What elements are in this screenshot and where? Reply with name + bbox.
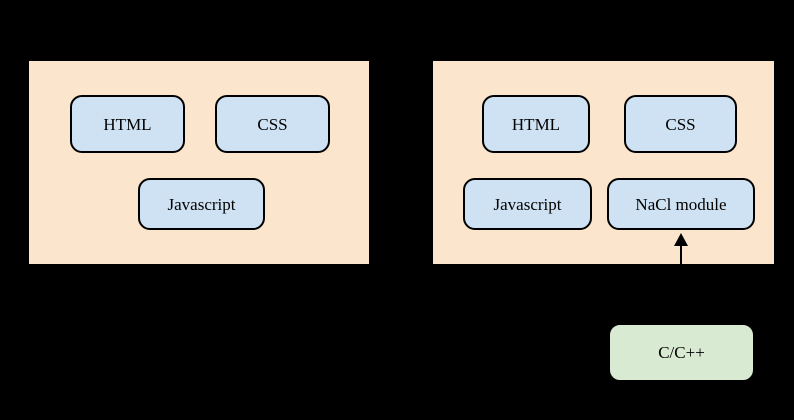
css-label-left: CSS [257, 114, 288, 134]
javascript-label-left: Javascript [167, 194, 236, 214]
cpp-box: C/C++ [608, 323, 755, 382]
arrow-up-icon [674, 233, 688, 246]
web-page-box-left [28, 60, 370, 265]
arrow-line [680, 245, 682, 323]
cpp-label: C/C++ [658, 342, 705, 362]
html-box-left: HTML [70, 95, 185, 153]
javascript-box-right: Javascript [463, 178, 592, 230]
javascript-label-right: Javascript [493, 194, 562, 214]
html-label-left: HTML [103, 114, 152, 134]
nacl-module-label: NaCl module [635, 194, 727, 214]
javascript-box-left: Javascript [138, 178, 265, 230]
web-page-box-right [432, 60, 775, 265]
html-label-right: HTML [511, 114, 561, 134]
css-label-right: CSS [665, 114, 696, 134]
nacl-module-box: NaCl module [607, 178, 755, 230]
css-box-right: CSS [624, 95, 737, 153]
css-box-left: CSS [215, 95, 330, 153]
html-box-right: HTML [482, 95, 590, 153]
